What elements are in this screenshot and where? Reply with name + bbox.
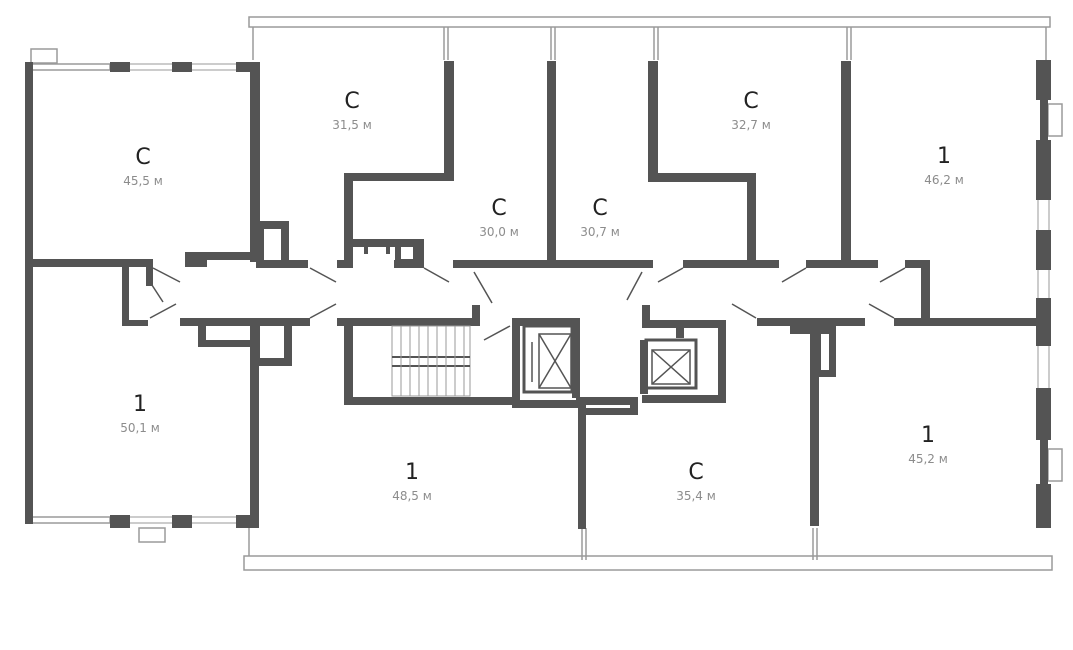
apartment-area: 48,5 м xyxy=(392,489,432,503)
windows xyxy=(130,63,1050,524)
apartment-type: С xyxy=(344,89,360,114)
staircase-icon xyxy=(391,325,471,397)
apartment-type: 1 xyxy=(937,144,951,169)
apartment-label-a1[interactable]: С 45,5 м xyxy=(83,145,203,189)
balcony-outlines xyxy=(30,16,1063,571)
apartment-area: 32,7 м xyxy=(731,118,771,132)
apartment-area: 45,2 м xyxy=(908,452,948,466)
apartment-type: 1 xyxy=(405,460,419,485)
apartment-type: С xyxy=(592,196,608,221)
apartment-label-a3[interactable]: С 30,0 м xyxy=(439,196,559,240)
door-lines xyxy=(149,267,906,341)
apartment-type: 1 xyxy=(921,423,935,448)
apartment-area: 45,5 м xyxy=(123,174,163,188)
apartment-label-a4[interactable]: С 30,7 м xyxy=(540,196,660,240)
apartment-label-a2[interactable]: С 31,5 м xyxy=(292,89,412,133)
apartment-label-a9[interactable]: С 35,4 м xyxy=(636,460,756,504)
apartment-label-a6[interactable]: 1 46,2 м xyxy=(884,144,1004,188)
apartment-area: 35,4 м xyxy=(676,489,716,503)
apartment-type: С xyxy=(135,145,151,170)
apartment-type: С xyxy=(688,460,704,485)
apartment-label-a8[interactable]: 1 48,5 м xyxy=(352,460,472,504)
apartment-area: 46,2 м xyxy=(924,173,964,187)
apartment-area: 50,1 м xyxy=(120,421,160,435)
apartment-label-a5[interactable]: С 32,7 м xyxy=(691,89,811,133)
walls xyxy=(25,60,1051,529)
apartment-label-a7[interactable]: 1 50,1 м xyxy=(80,392,200,436)
apartment-type: С xyxy=(491,196,507,221)
apartment-area: 30,0 м xyxy=(479,225,519,239)
apartment-area: 31,5 м xyxy=(332,118,372,132)
elevator-icon xyxy=(651,349,691,385)
apartment-type: 1 xyxy=(133,392,147,417)
apartment-label-a10[interactable]: 1 45,2 м xyxy=(868,423,988,467)
elevator-icon xyxy=(531,333,572,389)
apartment-area: 30,7 м xyxy=(580,225,620,239)
apartment-type: С xyxy=(743,89,759,114)
